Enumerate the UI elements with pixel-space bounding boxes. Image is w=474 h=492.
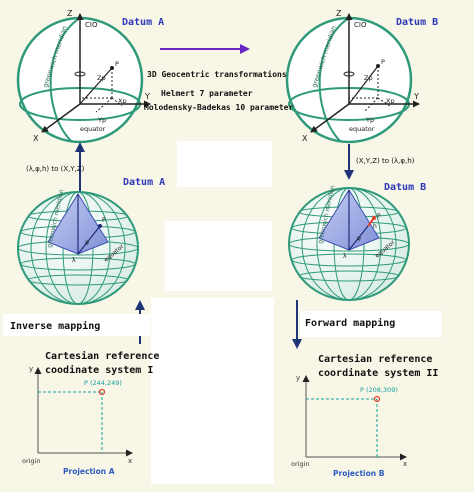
geodetic-globe-a [17,191,139,305]
blank-box-1 [177,141,272,187]
globe-a-equator-label: equator [80,125,106,133]
globe-b-xp-label: Xp [386,97,395,105]
inverse-mapping-label: Inverse mapping [10,320,100,332]
globe-b-yp-label: Yp [365,116,374,124]
forward-mapping-box [300,311,442,337]
globe-a-y-label: Y [144,92,150,101]
globe-a-zp-label: Zp [97,74,106,82]
blank-box-3 [151,298,274,484]
globe-a-p-label: P [115,60,119,68]
geodetic-a-lambda-label: λ [72,257,76,264]
plot-a-y-label: y [29,365,33,373]
geocentric-globe-b [285,13,420,144]
cartesian-right-line1: Cartesian reference [318,353,432,365]
datum-b-title: Datum B [396,17,438,28]
globe-b-cio-label: CIO [354,21,367,29]
geodetic-b-lambda-label: λ [343,253,347,260]
globe-a-yp-label: Yp [97,116,106,124]
geodetic-b-phi-label: φ [357,235,361,242]
conversion-left-label: (λ,φ,h) to (X,Y,Z) [26,165,85,173]
geodetic-a-p-label: P [102,217,106,224]
datum-a-mid-title: Datum A [123,177,165,188]
plot-b-origin-label: origin [291,460,310,468]
transform-title: 3D Geocentric transformations [147,69,287,79]
method-helmert: Helmert 7 parameter [161,89,253,98]
globe-b-equator-label: equator [349,125,375,133]
datum-a-title: Datum A [122,17,164,28]
datum-b-mid-title: Datum B [384,182,426,193]
geodetic-b-h-label: h [373,223,377,230]
plot-a-point-label: P (244,249) [84,379,122,387]
plot-a-caption: Projection A [63,467,115,476]
geodetic-b-p-label: P [377,213,381,220]
globe-b-p-label: P [381,58,385,66]
blank-box-2 [165,221,272,291]
forward-mapping-label: Forward mapping [305,317,395,329]
method-molodensky: Molodensky-Badekas 10 parameter [144,103,293,112]
cartesian-left-line2: coodinate system I [45,364,153,376]
globe-a-z-label: Z [67,9,73,18]
projection-b-plot [302,375,407,461]
globe-b-y-label: Y [413,92,419,101]
geodetic-globe-b [288,187,410,301]
globe-a-cio-label: CIO [85,21,98,29]
projection-a-plot [34,367,133,457]
globe-b-x-label: X [302,134,308,143]
plot-b-point-label: P (208,309) [360,386,398,394]
inverse-mapping-box [3,314,150,336]
plot-b-y-label: y [296,374,300,382]
plot-a-x-label: x [128,457,132,465]
globe-b-zp-label: Zp [364,74,373,82]
cartesian-right-line2: coordinate system II [318,367,438,379]
plot-b-x-label: x [403,460,407,468]
geodetic-a-phi-label: φ [85,239,89,246]
globe-a-x-label: X [33,134,39,143]
plot-b-caption: Projection B [333,469,385,478]
conversion-right-label: (X,Y,Z) to (λ,φ,h) [356,157,415,165]
globe-b-z-label: Z [336,9,342,18]
cartesian-left-line1: Cartesian reference [45,350,159,362]
plot-a-origin-label: origin [22,457,41,465]
geocentric-globe-a [16,13,151,144]
globe-a-xp-label: Xp [118,97,127,105]
